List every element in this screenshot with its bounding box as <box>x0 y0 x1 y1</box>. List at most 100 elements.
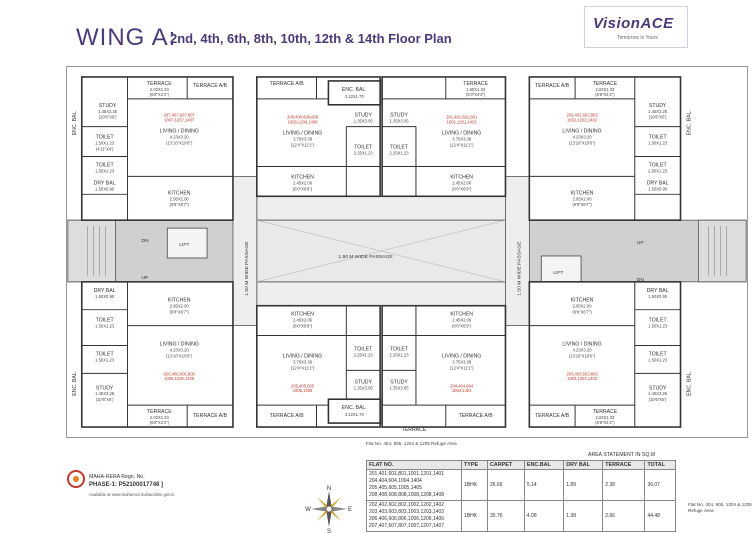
flat-bottom-mid-left: KITCHEN 2.45X2.06 (8'0"X6'9") TOILET 2.2… <box>256 304 381 428</box>
svg-text:TERRACE: TERRACE <box>147 409 172 415</box>
svg-text:3.75X3.38: 3.75X3.38 <box>452 137 472 142</box>
svg-text:TERRACE: TERRACE <box>147 81 172 87</box>
svg-text:TERRACE A/B: TERRACE A/B <box>193 413 228 419</box>
svg-text:2.25X1.23: 2.25X1.23 <box>354 352 374 357</box>
compass-n: N <box>327 486 331 492</box>
svg-text:1.50X1.23: 1.50X1.23 <box>95 357 115 362</box>
svg-text:1.50X1.23: 1.50X1.23 <box>95 141 115 146</box>
svg-text:DRY BAL: DRY BAL <box>94 180 116 186</box>
svg-text:2.95X2.00: 2.95X2.00 <box>170 304 190 309</box>
passage-right-label: 1.50 M WIDE PASSAGE <box>516 241 522 296</box>
svg-text:4.23X3.20: 4.23X3.20 <box>170 347 190 352</box>
svg-text:TOILET: TOILET <box>649 351 668 357</box>
table-row: 202,402,602,802,1002,1202,1402 203,403,6… <box>366 500 676 532</box>
svg-text:4.23X3.20: 4.23X3.20 <box>573 347 593 352</box>
col-type: TYPE <box>461 460 488 470</box>
svg-text:(10'6"X6'): (10'6"X6') <box>96 397 114 402</box>
col-terrace: TERRACE <box>602 460 646 470</box>
svg-text:TERRACE A/B: TERRACE A/B <box>270 81 305 87</box>
svg-text:2.45X2.06: 2.45X2.06 <box>452 180 472 185</box>
svg-text:KITCHEN: KITCHEN <box>571 298 594 304</box>
compass-icon: N S E W <box>305 486 352 533</box>
svg-text:1.50X0.90: 1.50X0.90 <box>648 294 668 299</box>
flat-top-right: TERRACE A/B TERRACE 2.02X1.33 (6'8"X4'4"… <box>528 76 692 221</box>
svg-text:1.50X0.90: 1.50X0.90 <box>95 186 115 191</box>
svg-text:(8'0"X6'9"): (8'0"X6'9") <box>293 324 313 329</box>
svg-text:LIVING / DINING: LIVING / DINING <box>160 129 199 135</box>
svg-text:TOILET: TOILET <box>649 318 668 324</box>
compass-s: S <box>327 529 331 533</box>
svg-text:(10'6"X6'): (10'6"X6') <box>649 397 667 402</box>
svg-text:KITCHEN: KITCHEN <box>291 312 314 318</box>
compass-w: W <box>305 507 311 513</box>
svg-text:(9'8"X6'7"): (9'8"X6'7") <box>170 310 190 315</box>
rera-number: PHASE-1: P52100017748 ] <box>89 482 164 488</box>
svg-text:3.75X3.38: 3.75X3.38 <box>293 359 313 364</box>
svg-text:STUDY: STUDY <box>390 113 408 119</box>
svg-text:ENC. BAL.: ENC. BAL. <box>342 405 367 411</box>
svg-text:3.75X3.38: 3.75X3.38 <box>293 137 313 142</box>
svg-text:TERRACE A/B: TERRACE A/B <box>459 413 494 419</box>
svg-text:DRY BAL: DRY BAL <box>94 288 116 294</box>
flat-top-mid-right: TERRACE 1.60X1.33 (5'3"X4'4") 201,401,60… <box>381 76 507 198</box>
refuge-area-note-side: Flat No. 404, 805, 1204 & 1205 Refuge Ar… <box>688 502 752 513</box>
svg-text:(12'4"X11'1"): (12'4"X11'1") <box>291 365 315 370</box>
rera-label: MAHA-RERA Regn. No. <box>89 474 145 480</box>
svg-text:(12'4"X11'1"): (12'4"X11'1") <box>291 143 315 148</box>
area-statement-title: AREA STATEMENT IN SQ.M <box>588 452 656 458</box>
svg-text:DRY BAL: DRY BAL <box>647 180 669 186</box>
stair-up-left: UP <box>141 275 149 281</box>
svg-text:1.45X3.25: 1.45X3.25 <box>98 109 118 114</box>
svg-text:1.50X0.90: 1.50X0.90 <box>648 186 668 191</box>
svg-text:(5'3"X4'4"): (5'3"X4'4") <box>466 92 486 97</box>
svg-text:KITCHEN: KITCHEN <box>168 190 191 196</box>
svg-text:2.25X1.23: 2.25X1.23 <box>390 151 410 156</box>
stair-dn-right: DN <box>637 277 645 283</box>
svg-text:ENC. BAL.: ENC. BAL. <box>72 110 78 135</box>
brand-logo: VisionACE Tomorrow is Yours <box>584 6 688 48</box>
lift-left <box>166 227 208 259</box>
svg-text:KITCHEN: KITCHEN <box>450 174 473 180</box>
svg-text:DRY BAL: DRY BAL <box>647 288 669 294</box>
passage-top <box>256 195 506 221</box>
svg-text:TOILET: TOILET <box>649 135 668 141</box>
svg-text:1.35X3.05: 1.35X3.05 <box>390 119 410 124</box>
svg-text:(6'8"X4'4"): (6'8"X4'4") <box>150 92 170 97</box>
svg-text:3.75X3.38: 3.75X3.38 <box>452 359 472 364</box>
svg-text:STUDY: STUDY <box>354 379 372 385</box>
svg-text:LIVING / DINING: LIVING / DINING <box>160 341 199 347</box>
svg-text:2.02X1.33: 2.02X1.33 <box>595 415 615 420</box>
flat-top-left: TERRACE 2.02X1.33 (6'8"X4'4") TERRACE A/… <box>72 76 234 221</box>
svg-text:LIVING / DINING: LIVING / DINING <box>562 341 601 347</box>
col-enc-bal: ENC.BAL <box>523 460 565 470</box>
svg-text:1.50X1.23: 1.50X1.23 <box>648 141 668 146</box>
col-flat-no: FLAT NO. <box>366 460 462 470</box>
svg-text:2.45X2.06: 2.45X2.06 <box>452 318 472 323</box>
svg-text:4.23X3.20: 4.23X3.20 <box>573 135 593 140</box>
svg-text:ENC. BAL.: ENC. BAL. <box>342 87 367 93</box>
svg-text:(12'4"X11'1"): (12'4"X11'1") <box>450 143 474 148</box>
svg-text:3.12X1.70: 3.12X1.70 <box>345 94 365 99</box>
svg-text:2.02X1.33: 2.02X1.33 <box>595 87 615 92</box>
svg-text:(10'6"X6'): (10'6"X6') <box>649 115 667 120</box>
page-subtitle: 2nd, 4th, 6th, 8th, 10th, 12th & 14th Fl… <box>170 31 452 46</box>
svg-text:LIVING / DINING: LIVING / DINING <box>442 353 481 359</box>
compass-e: E <box>348 507 352 513</box>
svg-text:TOILET: TOILET <box>96 318 115 324</box>
svg-text:KITCHEN: KITCHEN <box>291 174 314 180</box>
lift-right-label: LIFT <box>553 270 563 276</box>
svg-text:STUDY: STUDY <box>99 103 117 109</box>
table-row: 201,401,601,801,1001,1201,1401 204,404,6… <box>366 469 676 501</box>
refuge-area-note-top: Flat No. 404, 805, 1204 & 1205 Refuge Ar… <box>366 441 457 446</box>
svg-text:2.95X2.00: 2.95X2.00 <box>170 196 190 201</box>
svg-text:KITCHEN: KITCHEN <box>168 298 191 304</box>
col-carpet: CARPET <box>486 460 525 470</box>
rera-registration: MAHA-RERA Regn. No. PHASE-1: P5210001774… <box>67 470 217 530</box>
svg-text:TERRACE A/B: TERRACE A/B <box>193 83 228 89</box>
svg-text:2.02X1.33: 2.02X1.33 <box>150 87 170 92</box>
stair-right <box>698 219 747 283</box>
